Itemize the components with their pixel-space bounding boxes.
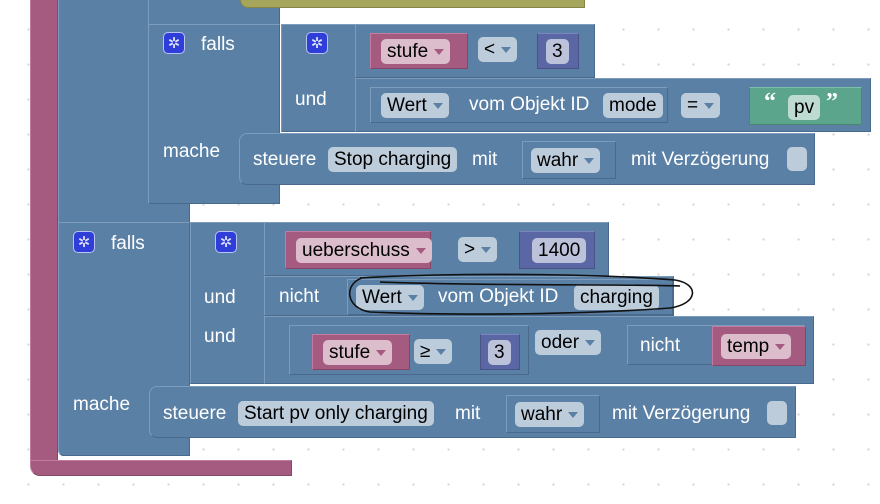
variable-name: stufe xyxy=(387,41,429,62)
with-label: mit xyxy=(455,403,481,424)
not-label: nicht xyxy=(279,286,320,307)
dropdown-arrow-icon xyxy=(568,411,579,418)
dropdown-arrow-icon xyxy=(585,339,596,346)
from-object-label: vom Objekt ID xyxy=(469,94,590,115)
bool-dropdown[interactable]: wahr xyxy=(531,148,601,173)
compare-block-1[interactable]: stufe < 3 xyxy=(355,24,595,78)
do-label: mache xyxy=(73,394,131,415)
variable-block-stufe[interactable]: stufe xyxy=(312,334,410,370)
text-block[interactable]: “ pv ” xyxy=(749,87,862,125)
variable-block-stufe[interactable]: stufe xyxy=(370,33,468,69)
and-block-2[interactable]: ✲ und und xyxy=(190,222,265,384)
control-block-1[interactable]: steuere Stop charging mit wahr mit Verzö… xyxy=(239,133,815,185)
variable-dropdown[interactable]: stufe xyxy=(381,39,451,64)
variable-dropdown[interactable]: stufe xyxy=(323,340,393,365)
value-dropdown[interactable]: Wert xyxy=(381,93,449,118)
variable-dropdown[interactable]: ueberschuss xyxy=(296,238,432,263)
dropdown-arrow-icon xyxy=(415,247,426,254)
and-label: und xyxy=(295,89,327,110)
delay-label: mit Verzögerung xyxy=(631,149,770,170)
from-object-label: vom Objekt ID xyxy=(438,286,559,307)
operator-dropdown[interactable]: ≥ xyxy=(414,339,453,364)
bool-block[interactable]: wahr xyxy=(522,141,616,179)
operator-dropdown[interactable]: = xyxy=(681,93,721,118)
dropdown-arrow-icon xyxy=(407,294,418,301)
dropdown-arrow-icon xyxy=(481,246,492,253)
dropdown-arrow-icon xyxy=(432,102,443,109)
not-label: nicht xyxy=(640,335,681,356)
and-block-1[interactable]: ✲ und xyxy=(281,24,356,132)
target-field[interactable]: Start pv only charging xyxy=(238,401,434,426)
bool-value: wahr xyxy=(537,150,579,171)
if-label: falls xyxy=(111,233,145,254)
delay-checkbox[interactable] xyxy=(767,401,787,425)
close-quote: ” xyxy=(826,89,838,115)
dropdown-arrow-icon xyxy=(584,157,595,164)
compare-block-2[interactable]: Wert vom Objekt ID mode = “ pv ” xyxy=(355,78,871,132)
number-field[interactable]: 3 xyxy=(488,340,511,365)
do-label: mache xyxy=(163,141,221,162)
not-block-2[interactable]: nicht temp xyxy=(627,325,806,366)
gear-icon[interactable]: ✲ xyxy=(73,231,95,253)
if-label: falls xyxy=(201,34,235,55)
hand-drawn-annotation xyxy=(348,273,694,315)
or-dropdown[interactable]: oder xyxy=(535,330,602,355)
value-dropdown-label: Wert xyxy=(362,287,402,308)
object-id-field[interactable]: charging xyxy=(574,285,659,310)
bool-block[interactable]: wahr xyxy=(506,395,600,433)
number-field[interactable]: 3 xyxy=(546,39,569,64)
number-block[interactable]: 3 xyxy=(480,334,520,370)
variable-name: temp xyxy=(727,336,770,357)
operator-dropdown[interactable]: < xyxy=(478,37,518,62)
object-id-field[interactable]: mode xyxy=(603,93,663,118)
text-field[interactable]: pv xyxy=(788,95,821,120)
variable-block-ueberschuss[interactable]: ueberschuss xyxy=(285,231,432,269)
target-field[interactable]: Stop charging xyxy=(328,147,458,172)
operator-value: = xyxy=(687,95,699,116)
gear-icon[interactable]: ✲ xyxy=(306,32,328,54)
loop-block-top[interactable] xyxy=(240,0,585,8)
bool-value: wahr xyxy=(521,404,563,425)
variable-name: stufe xyxy=(329,342,371,363)
dropdown-arrow-icon xyxy=(436,348,447,355)
open-quote: “ xyxy=(764,89,776,115)
control-label: steuere xyxy=(253,149,317,170)
gear-icon[interactable]: ✲ xyxy=(163,32,185,54)
and-label: und xyxy=(204,326,236,347)
value-dropdown-label: Wert xyxy=(387,95,427,116)
control-block-2[interactable]: steuere Start pv only charging mit wahr … xyxy=(149,386,796,438)
delay-checkbox[interactable] xyxy=(787,147,807,171)
dropdown-arrow-icon xyxy=(704,102,715,109)
or-value: oder xyxy=(541,332,580,353)
or-block[interactable]: stufe ≥ 3 oder nicht temp xyxy=(264,316,814,384)
variable-dropdown[interactable]: temp xyxy=(721,334,792,359)
variable-name: ueberschuss xyxy=(302,240,410,261)
get-value-block[interactable]: Wert vom Objekt ID mode xyxy=(370,87,668,123)
gear-icon[interactable]: ✲ xyxy=(215,231,237,253)
control-label: steuere xyxy=(163,403,227,424)
dropdown-arrow-icon xyxy=(775,343,786,350)
operator-value: > xyxy=(464,239,476,260)
operator-value: < xyxy=(484,39,496,60)
number-block[interactable]: 1400 xyxy=(519,231,595,269)
outer-loop-bottom-bar xyxy=(30,460,292,476)
variable-block-temp[interactable]: temp xyxy=(712,326,806,366)
dropdown-arrow-icon xyxy=(501,46,512,53)
number-field[interactable]: 1400 xyxy=(532,238,587,263)
and-label: und xyxy=(204,287,236,308)
delay-label: mit Verzögerung xyxy=(612,403,751,424)
bool-dropdown[interactable]: wahr xyxy=(515,402,585,427)
operator-dropdown[interactable]: > xyxy=(458,237,498,262)
compare-block-3[interactable]: ueberschuss > 1400 xyxy=(264,222,609,276)
dropdown-arrow-icon xyxy=(376,349,387,356)
value-dropdown[interactable]: Wert xyxy=(356,285,424,310)
number-block[interactable]: 3 xyxy=(537,33,579,69)
outer-loop-block[interactable] xyxy=(30,0,58,472)
with-label: mit xyxy=(472,149,498,170)
operator-value: ≥ xyxy=(420,341,431,362)
dropdown-arrow-icon xyxy=(434,48,445,55)
if-block-1[interactable]: ✲ falls mache xyxy=(148,24,280,204)
compare-block-4[interactable]: stufe ≥ 3 xyxy=(289,325,529,375)
